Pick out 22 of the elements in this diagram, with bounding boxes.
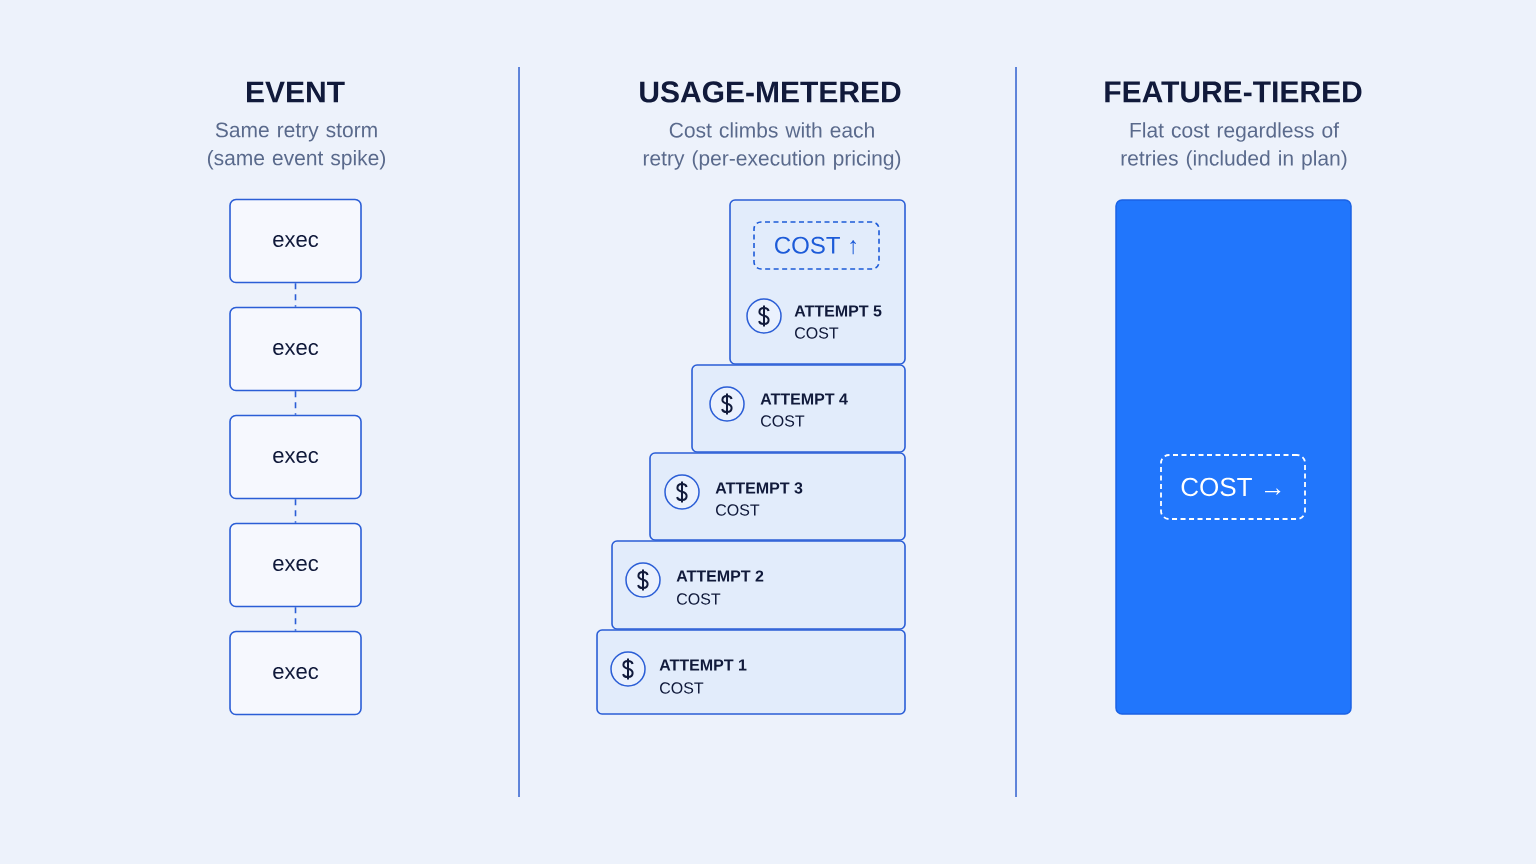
- connector-line: [294, 282, 297, 308]
- column-subtitle: Flat cost regardless of retries (included in plan): [1121, 122, 1347, 170]
- exec-box: exec: [229, 414, 362, 500]
- connector-line: [294, 606, 297, 632]
- dashed-box: COST ↑: [753, 221, 880, 270]
- attempt-box: ATTEMPT 3 COST: [649, 452, 906, 541]
- column-heading: EVENT: [247, 81, 345, 103]
- filled-bar: [1115, 199, 1352, 715]
- connector-line: [294, 498, 297, 524]
- column-subtitle: Cost climbs with each retry (per-execution pricing): [643, 122, 901, 170]
- column-subtitle: Same retry storm (same event spike): [207, 122, 386, 170]
- exec-box: exec: [229, 198, 362, 284]
- exec-box: exec: [229, 306, 362, 392]
- column-heading: FEATURE-TIERED: [1105, 81, 1362, 103]
- dashed-box: COST →: [1160, 454, 1306, 520]
- attempt-box: ATTEMPT 4 COST: [691, 364, 906, 453]
- exec-box: exec: [229, 522, 362, 608]
- connector-line: [294, 390, 297, 416]
- attempt-box: ATTEMPT 1 COST: [596, 629, 906, 715]
- exec-box: exec: [229, 630, 362, 716]
- attempt-box: ATTEMPT 2 COST: [611, 540, 906, 630]
- column-heading: USAGE-METERED: [640, 81, 901, 103]
